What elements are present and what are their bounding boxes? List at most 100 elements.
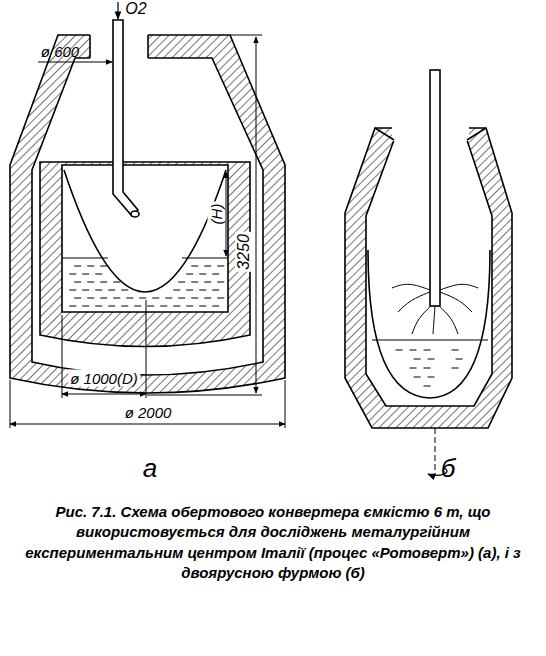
dim-line [10, 424, 285, 425]
liquid-dash [178, 298, 185, 299]
liquid-dash [152, 298, 159, 299]
liquid-dash [160, 306, 167, 307]
oxygen-lance [113, 20, 138, 216]
liquid-dash [186, 274, 193, 275]
liquid-dash [74, 282, 81, 283]
liquid-dash [95, 290, 102, 291]
liquid-dash [69, 274, 76, 275]
rotation-axis [435, 428, 436, 476]
liquid-dash [82, 306, 89, 307]
extension-line [230, 35, 262, 36]
dimension-label: ø 1000(D) [68, 370, 140, 387]
liquid-dash [95, 306, 102, 307]
dimension-label: ø 600 [41, 44, 79, 59]
mouth-edge [467, 128, 486, 140]
liquid-dash [74, 298, 81, 299]
liquid-dash [173, 306, 180, 307]
extension-line [146, 300, 147, 398]
liquid-dash [121, 290, 128, 291]
gas-label: O2 [125, 1, 146, 17]
outer-shell [10, 35, 285, 393]
liquid-dash [82, 290, 89, 291]
liquid-dash [199, 306, 206, 307]
subfigure-letter: б [441, 455, 456, 481]
rotating-crucible [40, 162, 250, 347]
liquid-dash [199, 290, 206, 291]
dimension-label: 3250 [235, 232, 253, 272]
dimension-label: ø 2000 [123, 404, 174, 421]
liquid-dash [113, 282, 120, 283]
liquid-dash [87, 282, 94, 283]
oxygen-jet [440, 284, 478, 290]
liquid-dash [165, 298, 172, 299]
liquid-dash [100, 266, 107, 267]
bath-profile [368, 250, 490, 398]
liquid-dash [396, 350, 403, 351]
liquid-dash [428, 359, 435, 360]
oxygen-jet [412, 305, 432, 334]
liquid-dash [100, 298, 107, 299]
liquid-level [182, 258, 228, 259]
liquid-dash [217, 266, 224, 267]
converter-shell [345, 128, 512, 428]
mouth-edge [375, 128, 394, 140]
liquid-dash [424, 368, 431, 369]
liquid-dash [217, 282, 224, 283]
liquid-dash [424, 386, 431, 387]
liquid-dash [100, 282, 107, 283]
liquid-dash [204, 266, 211, 267]
liquid-dash [191, 298, 198, 299]
oxygen-jet [440, 292, 472, 312]
mouth-edge [147, 35, 149, 58]
liquid-dash [410, 368, 417, 369]
dimension-label: (H) [208, 202, 225, 227]
extension-line [285, 380, 286, 428]
liquid-dash [199, 274, 206, 275]
liquid-dash [87, 298, 94, 299]
extension-line [147, 395, 262, 396]
liquid-dash [204, 298, 211, 299]
liquid-dash [139, 298, 146, 299]
liquid-dash [74, 266, 81, 267]
liquid-dash [212, 274, 219, 275]
liquid-dash [452, 350, 459, 351]
liquid-dash [212, 290, 219, 291]
liquid-level [62, 258, 108, 259]
oxygen-lance [430, 70, 440, 306]
liquid-dash [108, 306, 115, 307]
liquid-dash [82, 274, 89, 275]
liquid-dash [428, 377, 435, 378]
two-tier-lance-converter [345, 70, 512, 476]
liquid-dash [178, 282, 185, 283]
dim-line [226, 172, 227, 256]
oxygen-jet [438, 305, 458, 334]
liquid-metal [396, 350, 463, 386]
liquid-dash [108, 290, 115, 291]
liquid-dash [424, 350, 431, 351]
liquid-dash [126, 298, 133, 299]
oxygen-arrow [117, 2, 118, 19]
dimension-lines [10, 35, 285, 428]
liquid-dash [147, 306, 154, 307]
oxygen-jet [433, 306, 435, 334]
paraboloid-surface [64, 170, 226, 292]
liquid-dash [113, 298, 120, 299]
liquid-dash [410, 350, 417, 351]
liquid-dash [173, 290, 180, 291]
liquid-dash [456, 359, 463, 360]
liquid-dash [452, 368, 459, 369]
dim-line [62, 394, 146, 395]
liquid-dash [87, 266, 94, 267]
oxygen-jet [392, 284, 430, 290]
liquid-metal [69, 266, 224, 306]
liquid-dash [186, 306, 193, 307]
liquid-dash [186, 290, 193, 291]
liquid-dash [191, 266, 198, 267]
liquid-dash [134, 306, 141, 307]
liquid-dash [95, 274, 102, 275]
liquid-dash [121, 306, 128, 307]
extension-line [62, 315, 63, 398]
liquid-dash [204, 282, 211, 283]
liquid-level [372, 340, 488, 341]
